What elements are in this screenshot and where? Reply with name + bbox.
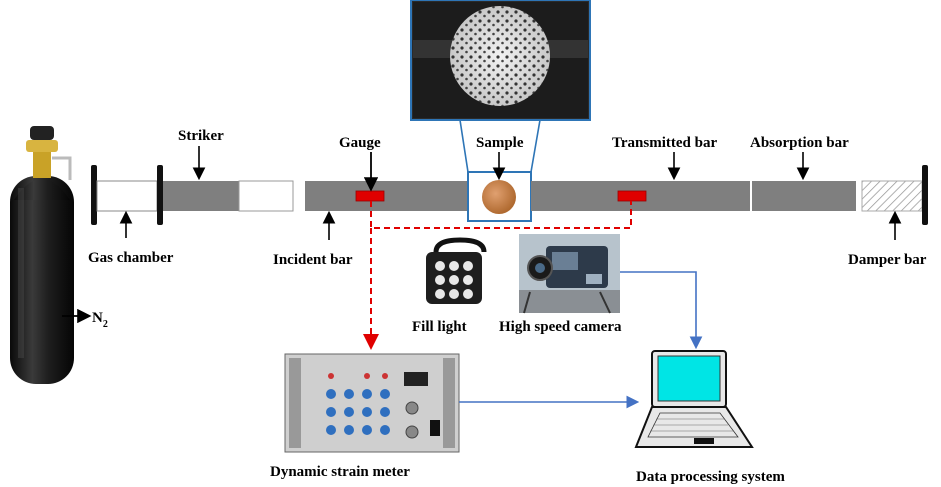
absorption-bar-label: Absorption bar	[750, 135, 849, 151]
sample-label: Sample	[476, 135, 524, 151]
sample-specimen	[482, 180, 516, 214]
zoom-line-right	[530, 119, 541, 173]
incident-bar	[305, 181, 468, 211]
striker-barrel	[238, 180, 294, 212]
absorption-bar	[752, 181, 856, 211]
transmitted-gauge	[617, 190, 647, 202]
high-speed-camera-icon	[519, 234, 620, 314]
zoom-line-left	[459, 119, 469, 173]
strain-meter-icon	[284, 353, 460, 453]
gauge-signal-line	[370, 201, 632, 229]
damper-bar-label: Damper bar	[848, 252, 927, 268]
gauge-label: Gauge	[339, 135, 381, 151]
striker-bar	[163, 181, 239, 211]
damper-stop	[922, 165, 928, 225]
striker-label: Striker	[178, 128, 224, 144]
gas-chamber	[91, 165, 163, 225]
high-speed-camera-label: High speed camera	[499, 319, 622, 335]
transmitted-bar-label: Transmitted bar	[612, 135, 717, 151]
damper-bar	[861, 180, 923, 212]
incident-gauge	[355, 190, 385, 202]
fill-light-icon	[426, 237, 487, 304]
n2-label: N2	[92, 310, 108, 330]
gas-chamber-label: Gas chamber	[88, 250, 174, 266]
camera-to-computer-line	[620, 271, 703, 350]
dynamic-strain-meter-label: Dynamic strain meter	[270, 464, 410, 480]
incident-bar-label: Incident bar	[273, 252, 353, 268]
sample-micrograph-icon	[410, 0, 591, 121]
data-processing-system-label: Data processing system	[636, 469, 785, 485]
laptop-icon	[634, 350, 754, 448]
fill-light-label: Fill light	[412, 319, 467, 335]
gas-cylinder-icon	[10, 126, 74, 384]
